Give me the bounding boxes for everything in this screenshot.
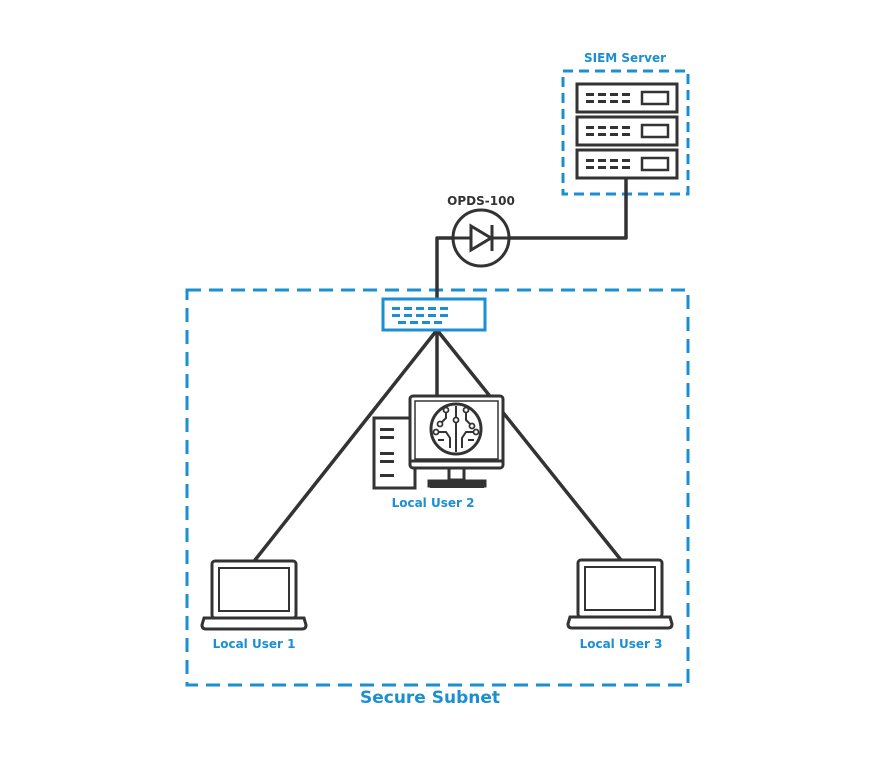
laptop-icon xyxy=(566,558,674,630)
secure-subnet-label: Secure Subnet xyxy=(359,688,501,708)
link-opds-to-siem xyxy=(507,177,628,240)
server-rack-icon xyxy=(575,82,679,180)
workstation-icon xyxy=(372,394,505,490)
link-switch-to-user1 xyxy=(253,328,439,562)
local-user-1-label: Local User 1 xyxy=(212,637,296,651)
link-switch-to-user3 xyxy=(435,328,623,562)
siem-server-label: SIEM Server xyxy=(583,51,667,65)
link-switch-to-opds xyxy=(435,236,455,301)
diode-icon xyxy=(451,208,511,268)
local-user-3-label: Local User 3 xyxy=(579,637,663,651)
network-switch-icon xyxy=(381,297,487,332)
local-user-2-label: Local User 2 xyxy=(391,496,475,510)
opds-label: OPDS-100 xyxy=(447,194,515,208)
connections xyxy=(253,177,628,562)
laptop-icon xyxy=(200,559,308,631)
